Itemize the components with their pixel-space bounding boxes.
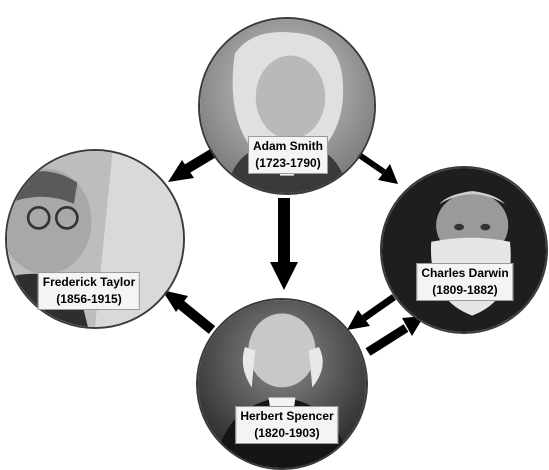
- label-herbert-spencer: Herbert Spencer (1820-1903): [235, 406, 339, 444]
- label-adam-smith: Adam Smith (1723-1790): [247, 136, 329, 174]
- portrait-herbert-spencer: [196, 298, 368, 470]
- years-frederick-taylor: (1856-1915): [56, 292, 122, 306]
- label-frederick-taylor: Frederick Taylor (1856-1915): [37, 272, 141, 310]
- years-herbert-spencer: (1820-1903): [254, 426, 320, 440]
- name-frederick-taylor: Frederick Taylor: [42, 275, 136, 289]
- name-charles-darwin: Charles Darwin: [421, 266, 509, 280]
- name-herbert-spencer: Herbert Spencer: [240, 409, 334, 423]
- portrait-charles-darwin: [380, 166, 548, 334]
- name-adam-smith: Adam Smith: [252, 139, 324, 153]
- years-adam-smith: (1723-1790): [255, 156, 321, 170]
- years-charles-darwin: (1809-1882): [432, 283, 498, 297]
- arrow-smith-to-spencer: [270, 198, 298, 290]
- label-charles-darwin: Charles Darwin (1809-1882): [416, 263, 514, 301]
